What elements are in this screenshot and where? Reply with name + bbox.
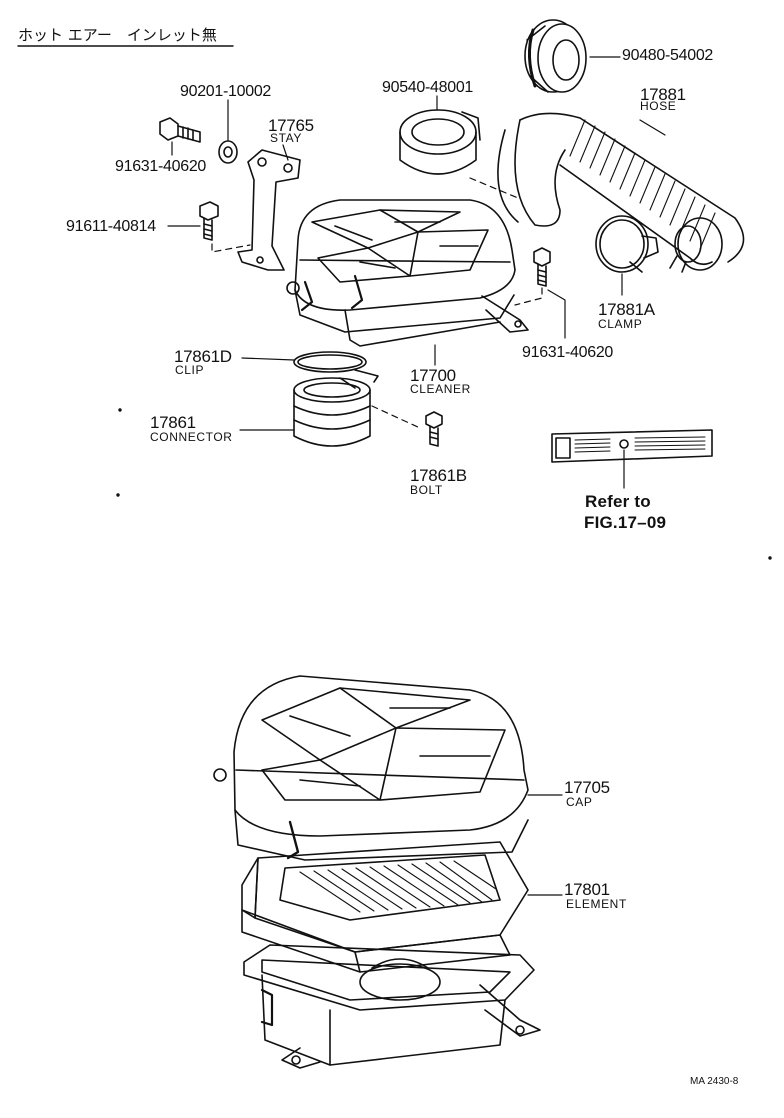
adapter-ring-part xyxy=(399,109,481,175)
page-title: ホット エアー インレット無 xyxy=(18,26,217,44)
figure-code: MA 2430-8 xyxy=(690,1076,739,1087)
part-number: 17881 xyxy=(640,85,686,104)
part-name: HOSE xyxy=(640,99,677,113)
part-name: CLIP xyxy=(175,363,205,377)
washer-part xyxy=(218,140,238,164)
part-name: CLAMP xyxy=(598,317,643,331)
part-name: STAY xyxy=(270,131,302,145)
part-number: 91611-40814 xyxy=(66,218,156,235)
clip-part xyxy=(293,351,379,383)
case-part xyxy=(243,944,541,1069)
part-number: 17861D xyxy=(174,347,232,366)
part-number: 17861 xyxy=(150,413,196,432)
cap-part xyxy=(213,675,529,861)
bolt-part-a xyxy=(159,117,201,143)
reference-line-1: Refer to xyxy=(585,492,651,511)
part-number: 91631-40620 xyxy=(115,158,207,175)
part-name: CONNECTOR xyxy=(150,430,233,444)
hose-part xyxy=(497,112,745,273)
part-name: ELEMENT xyxy=(566,897,627,911)
bolt-part-b xyxy=(199,201,219,241)
part-number: 17861B xyxy=(410,466,467,485)
part-number: 91631-40620 xyxy=(522,344,614,361)
part-number: 90540-48001 xyxy=(382,79,474,96)
element-part xyxy=(241,841,529,973)
part-name: CLEANER xyxy=(410,382,471,396)
part-number: 17881A xyxy=(598,300,655,319)
part-number: 17801 xyxy=(564,880,610,899)
part-name: BOLT xyxy=(410,483,443,497)
clamp-part xyxy=(595,215,659,273)
stay-bracket-part xyxy=(237,149,301,271)
bolt-part-d xyxy=(425,411,443,447)
part-number: 90201-10002 xyxy=(180,83,272,100)
connector-part xyxy=(293,377,371,447)
reference-plate-part xyxy=(551,429,713,463)
part-number: 17705 xyxy=(564,778,610,797)
part-number: 90480-54002 xyxy=(622,47,714,64)
part-number: 17700 xyxy=(410,366,456,385)
grommet-part xyxy=(524,19,587,93)
reference-line-2: FIG.17–09 xyxy=(584,513,667,532)
part-name: CAP xyxy=(566,795,593,809)
part-number: 17765 xyxy=(268,116,314,135)
cleaner-assembly-part xyxy=(286,199,529,347)
bolt-part-c xyxy=(533,247,551,287)
